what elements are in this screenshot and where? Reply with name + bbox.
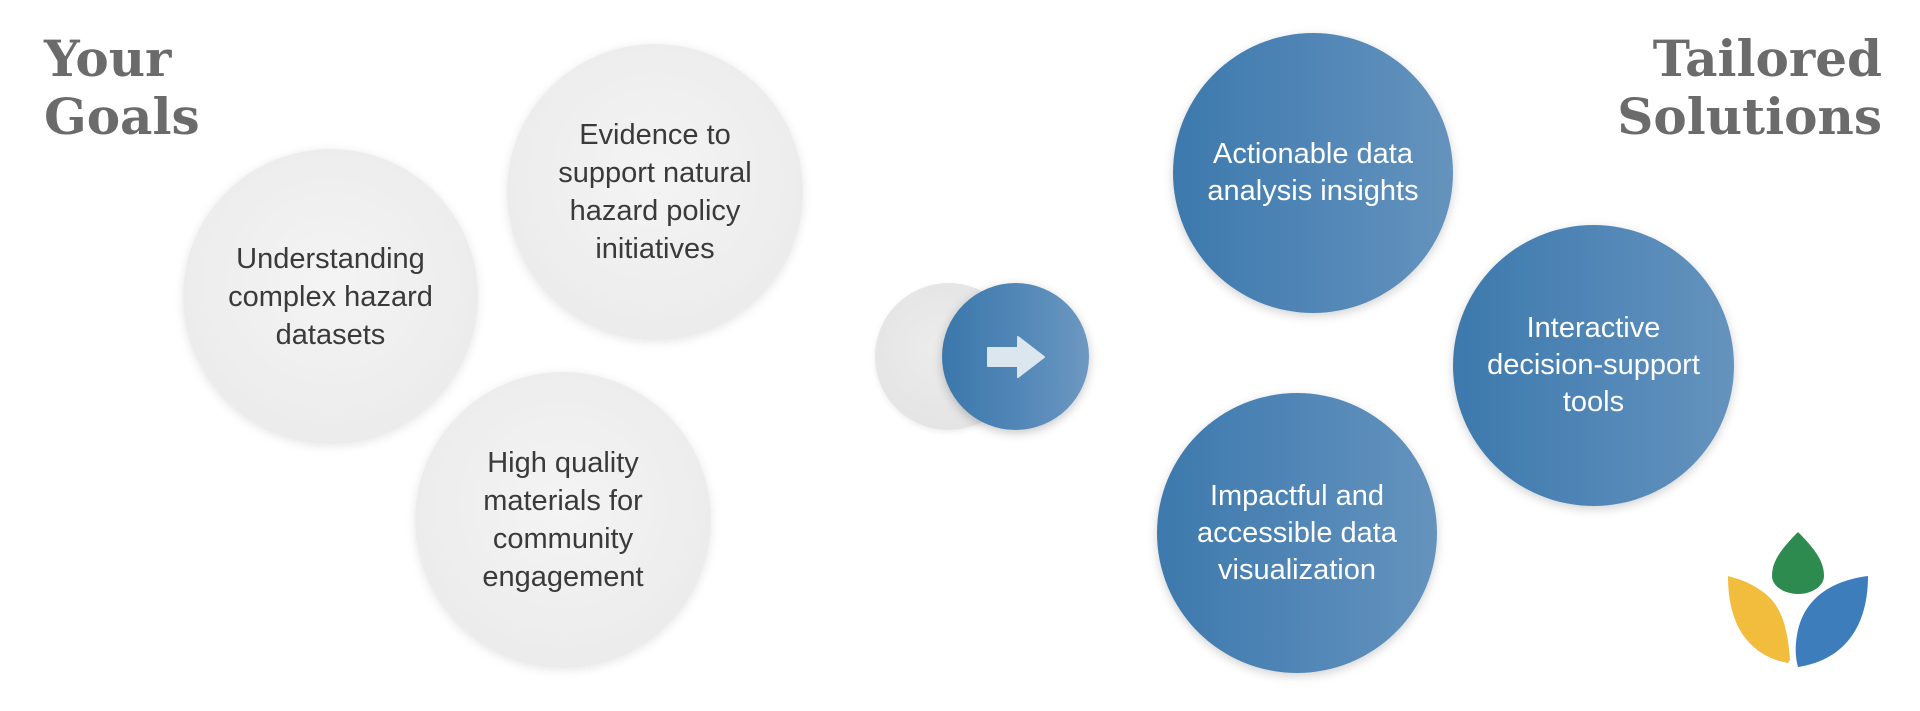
solutions-heading-line-2: Solutions <box>1617 87 1882 146</box>
solution-circle-data-visualization: Impactful and accessible data visualizat… <box>1157 393 1437 673</box>
goals-heading: Your Goals <box>44 30 200 146</box>
goal-circle-understanding-datasets: Understanding complex hazard datasets <box>183 149 478 444</box>
solutions-heading: Tailored Solutions <box>1617 30 1882 146</box>
solution-label: Interactive decision-support tools <box>1487 312 1700 418</box>
logo-yellow-leaf <box>1728 576 1790 663</box>
solution-circle-analysis-insights: Actionable data analysis insights <box>1173 33 1453 313</box>
goal-circle-community-materials: High quality materials for community eng… <box>415 372 711 668</box>
goals-heading-line-1: Your <box>44 29 172 88</box>
solution-label: Impactful and accessible data visualizat… <box>1197 479 1397 586</box>
solution-label: Actionable data analysis insights <box>1207 138 1419 207</box>
solutions-heading-line-1: Tailored <box>1652 29 1882 88</box>
goals-heading-line-2: Goals <box>44 87 200 146</box>
transition-front-circle <box>942 283 1089 430</box>
logo-blue-leaf <box>1795 576 1868 667</box>
goal-label: High quality materials for community eng… <box>482 447 644 593</box>
arrow-right-icon <box>986 335 1045 378</box>
goal-label: Understanding complex hazard datasets <box>228 242 433 351</box>
goal-circle-policy-evidence: Evidence to support natural hazard polic… <box>507 44 803 340</box>
goal-label: Evidence to support natural hazard polic… <box>558 119 752 265</box>
logo-green-leaf <box>1772 532 1824 594</box>
leaf-logo-icon <box>1728 532 1868 667</box>
solution-circle-decision-tools: Interactive decision-support tools <box>1453 225 1734 506</box>
